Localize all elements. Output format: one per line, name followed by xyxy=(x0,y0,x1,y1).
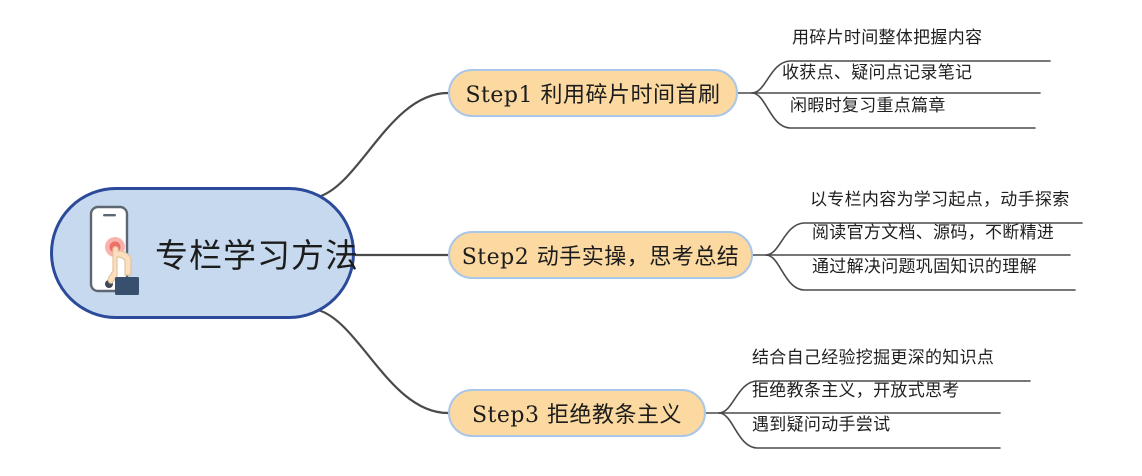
connector-center-to-step3 xyxy=(316,308,450,415)
branch-node-step1-label: Step1 利用碎片时间首刷 xyxy=(465,83,721,108)
leaf-node-step1-3[interactable]: 闲暇时复习重点篇章 xyxy=(790,96,946,116)
connector-center-to-step1 xyxy=(316,91,450,199)
branch-node-step3-label: Step3 拒绝教条主义 xyxy=(471,403,682,428)
branch-node-step2-label: Step2 动手实操，思考总结 xyxy=(461,245,740,270)
central-node[interactable]: 专栏学习方法 xyxy=(50,187,358,319)
branch-node-step2[interactable]: Step2 动手实操，思考总结 xyxy=(448,231,753,279)
branch-node-step3[interactable]: Step3 拒绝教条主义 xyxy=(448,389,706,437)
leaf-node-step2-2[interactable]: 阅读官方文档、源码，不断精进 xyxy=(812,223,1055,243)
leaf-node-step2-1[interactable]: 以专栏内容为学习起点，动手探索 xyxy=(810,190,1070,210)
branch-node-step1[interactable]: Step1 利用碎片时间首刷 xyxy=(448,69,738,117)
smartphone-tap-icon xyxy=(87,205,141,301)
leaf-node-step1-1[interactable]: 用碎片时间整体把握内容 xyxy=(792,28,983,48)
leaf-node-step3-3[interactable]: 遇到疑问动手尝试 xyxy=(752,415,891,435)
leaf-node-step3-2[interactable]: 拒绝教条主义，开放式思考 xyxy=(752,381,960,401)
leaf-node-step1-2[interactable]: 收获点、疑问点记录笔记 xyxy=(782,63,973,83)
central-node-label: 专栏学习方法 xyxy=(155,236,359,275)
leaf-node-step3-1[interactable]: 结合自己经验挖掘更深的知识点 xyxy=(752,348,995,368)
leaf-node-step2-3[interactable]: 通过解决问题巩固知识的理解 xyxy=(812,257,1037,277)
